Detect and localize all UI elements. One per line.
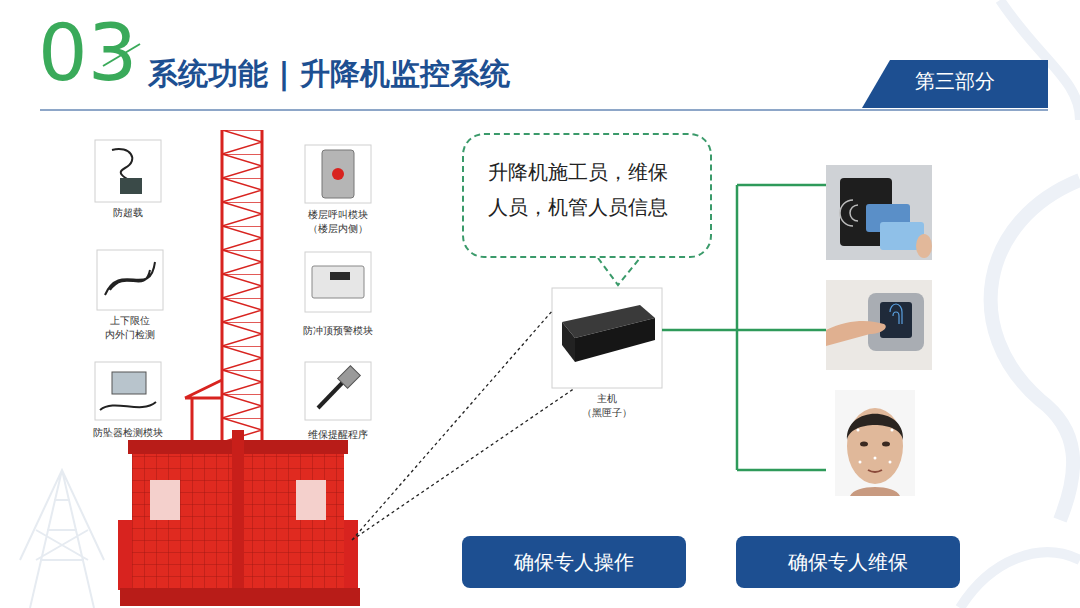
face-scan: [835, 390, 915, 496]
watermark: [20, 0, 1080, 608]
module-caption: 防冲顶预警模块: [288, 324, 388, 338]
info-bubble: 升降机施工员，维保人员，机管人员信息: [462, 133, 712, 258]
section-tab-label: 第三部分: [915, 71, 995, 91]
bubble-tail: [598, 258, 640, 285]
section-number: 03: [38, 14, 137, 92]
node-text: 维保提醒程序: [288, 428, 388, 442]
card-reader: [826, 165, 932, 260]
node-text: 升降机施工员，维保人员，机管人员信息: [488, 155, 686, 225]
page-title: 系统功能 | 升降机监控系统: [148, 54, 510, 95]
module-caption: 防坠器检测模块: [78, 426, 178, 440]
node-text: 上下限位 内外门检测: [95, 314, 165, 341]
action-button: 确保专人操作: [462, 536, 686, 588]
header-rule: [40, 110, 1048, 111]
module-caption: 维保提醒程序: [288, 428, 388, 442]
leader-line: [352, 310, 575, 540]
module-icons: [95, 140, 371, 420]
module-caption: 楼层呼叫模块 （楼层内侧）: [303, 208, 373, 235]
host-caption: 主机 （黑匣子）: [572, 392, 642, 419]
section-tab: [862, 60, 1048, 108]
module-caption: 防超载: [78, 206, 178, 220]
module-caption: 上下限位 内外门检测: [95, 314, 165, 341]
fingerprint-reader: [826, 280, 932, 370]
node-text: 确保专人操作: [514, 549, 634, 576]
node-text: 主机 （黑匣子）: [572, 392, 642, 419]
node-text: 楼层呼叫模块 （楼层内侧）: [303, 208, 373, 235]
action-button: 确保专人维保: [736, 536, 960, 588]
node-text: 防坠器检测模块: [78, 426, 178, 440]
node-text: 防冲顶预警模块: [288, 324, 388, 338]
host-device: [552, 288, 662, 388]
node-text: 确保专人维保: [788, 549, 908, 576]
node-text: 防超载: [78, 206, 178, 220]
